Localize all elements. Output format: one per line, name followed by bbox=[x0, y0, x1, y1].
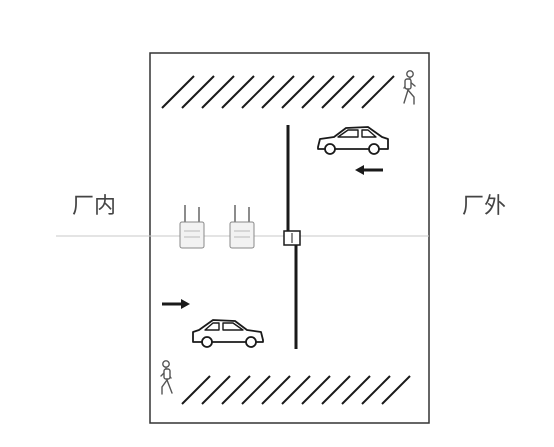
arrow-right-icon bbox=[162, 299, 190, 309]
crosswalk-stripe bbox=[381, 375, 411, 405]
arrow-left-icon bbox=[355, 165, 383, 175]
label-outside: 厂外 bbox=[462, 194, 507, 219]
crosswalk-stripe bbox=[221, 375, 251, 405]
crosswalk-stripe bbox=[241, 75, 275, 109]
wireless-access-point-icon bbox=[229, 205, 255, 249]
crosswalk-stripe bbox=[181, 375, 211, 405]
crosswalk-stripe bbox=[221, 75, 255, 109]
crosswalk-stripe bbox=[361, 75, 395, 109]
crosswalk-stripe bbox=[361, 375, 391, 405]
wireless-access-point-icon bbox=[179, 205, 205, 249]
crosswalk-stripe bbox=[321, 75, 355, 109]
crosswalk-stripe bbox=[301, 375, 331, 405]
crosswalk-stripe bbox=[281, 375, 311, 405]
crosswalk-top bbox=[161, 75, 395, 109]
crosswalk-stripe bbox=[261, 75, 295, 109]
crosswalk-stripe bbox=[161, 75, 195, 109]
crosswalk-stripe bbox=[321, 375, 351, 405]
pedestrian-icon bbox=[160, 360, 173, 395]
crosswalk-bottom bbox=[181, 375, 411, 405]
crosswalk-stripe bbox=[281, 75, 315, 109]
crosswalk-stripe bbox=[181, 75, 215, 109]
crosswalk-stripe bbox=[261, 375, 291, 405]
crosswalk-stripe bbox=[241, 375, 271, 405]
car-icon bbox=[192, 319, 264, 348]
car-icon bbox=[317, 126, 389, 155]
pedestrian-icon bbox=[403, 70, 416, 105]
crosswalk-stripe bbox=[201, 75, 235, 109]
crosswalk-stripe bbox=[341, 75, 375, 109]
crosswalk-stripe bbox=[201, 375, 231, 405]
crosswalk-stripe bbox=[341, 375, 371, 405]
crosswalk-stripe bbox=[301, 75, 335, 109]
label-inside: 厂内 bbox=[72, 194, 117, 219]
